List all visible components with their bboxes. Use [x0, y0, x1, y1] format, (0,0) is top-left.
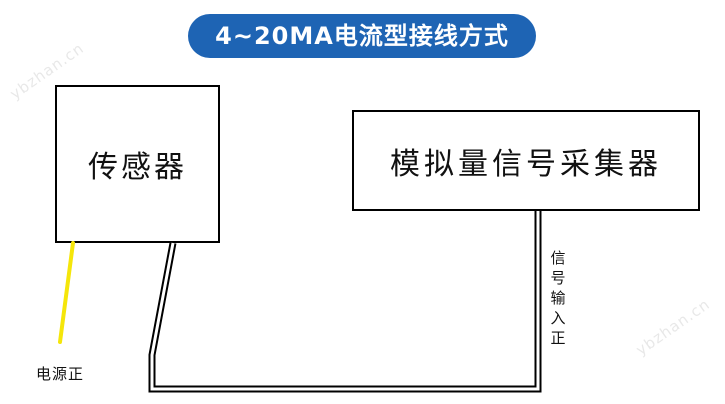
power-positive-label: 电源正: [36, 365, 85, 383]
sensor-label: 传感器: [88, 150, 187, 185]
signal-input-positive-label: 信号输入正: [550, 249, 566, 347]
sensor-box: 传感器: [55, 85, 220, 243]
power-wire: [58, 241, 75, 344]
title-banner: 4~20MA电流型接线方式: [188, 14, 536, 58]
analog-collector-box: 模拟量信号采集器: [352, 110, 700, 211]
collector-label: 模拟量信号采集器: [390, 146, 662, 182]
signal-wire-inner: [150, 211, 540, 391]
signal-wire-outer: [148, 211, 542, 393]
